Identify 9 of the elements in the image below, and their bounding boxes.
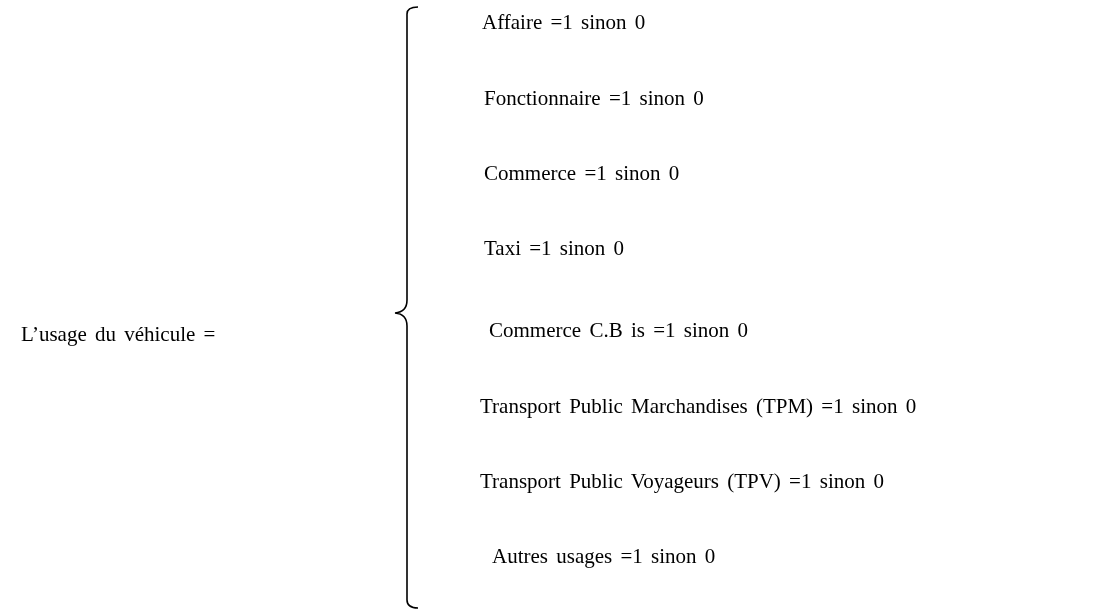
option-label: Fonctionnaire =1 sinon 0 — [484, 86, 704, 110]
option-label: Autres usages =1 sinon 0 — [492, 544, 716, 568]
equation-label: L’usage du véhicule = — [21, 322, 216, 346]
option-label: Commerce =1 sinon 0 — [484, 161, 680, 185]
option-label: Affaire =1 sinon 0 — [482, 10, 646, 34]
option-label: Commerce C.B is =1 sinon 0 — [489, 318, 748, 342]
option-label: Transport Public Marchandises (TPM) =1 sinon 0 — [480, 394, 917, 418]
option-label: Taxi =1 sinon 0 — [484, 236, 625, 260]
option-label: Transport Public Voyageurs (TPV) =1 sinon 0 — [480, 469, 884, 493]
